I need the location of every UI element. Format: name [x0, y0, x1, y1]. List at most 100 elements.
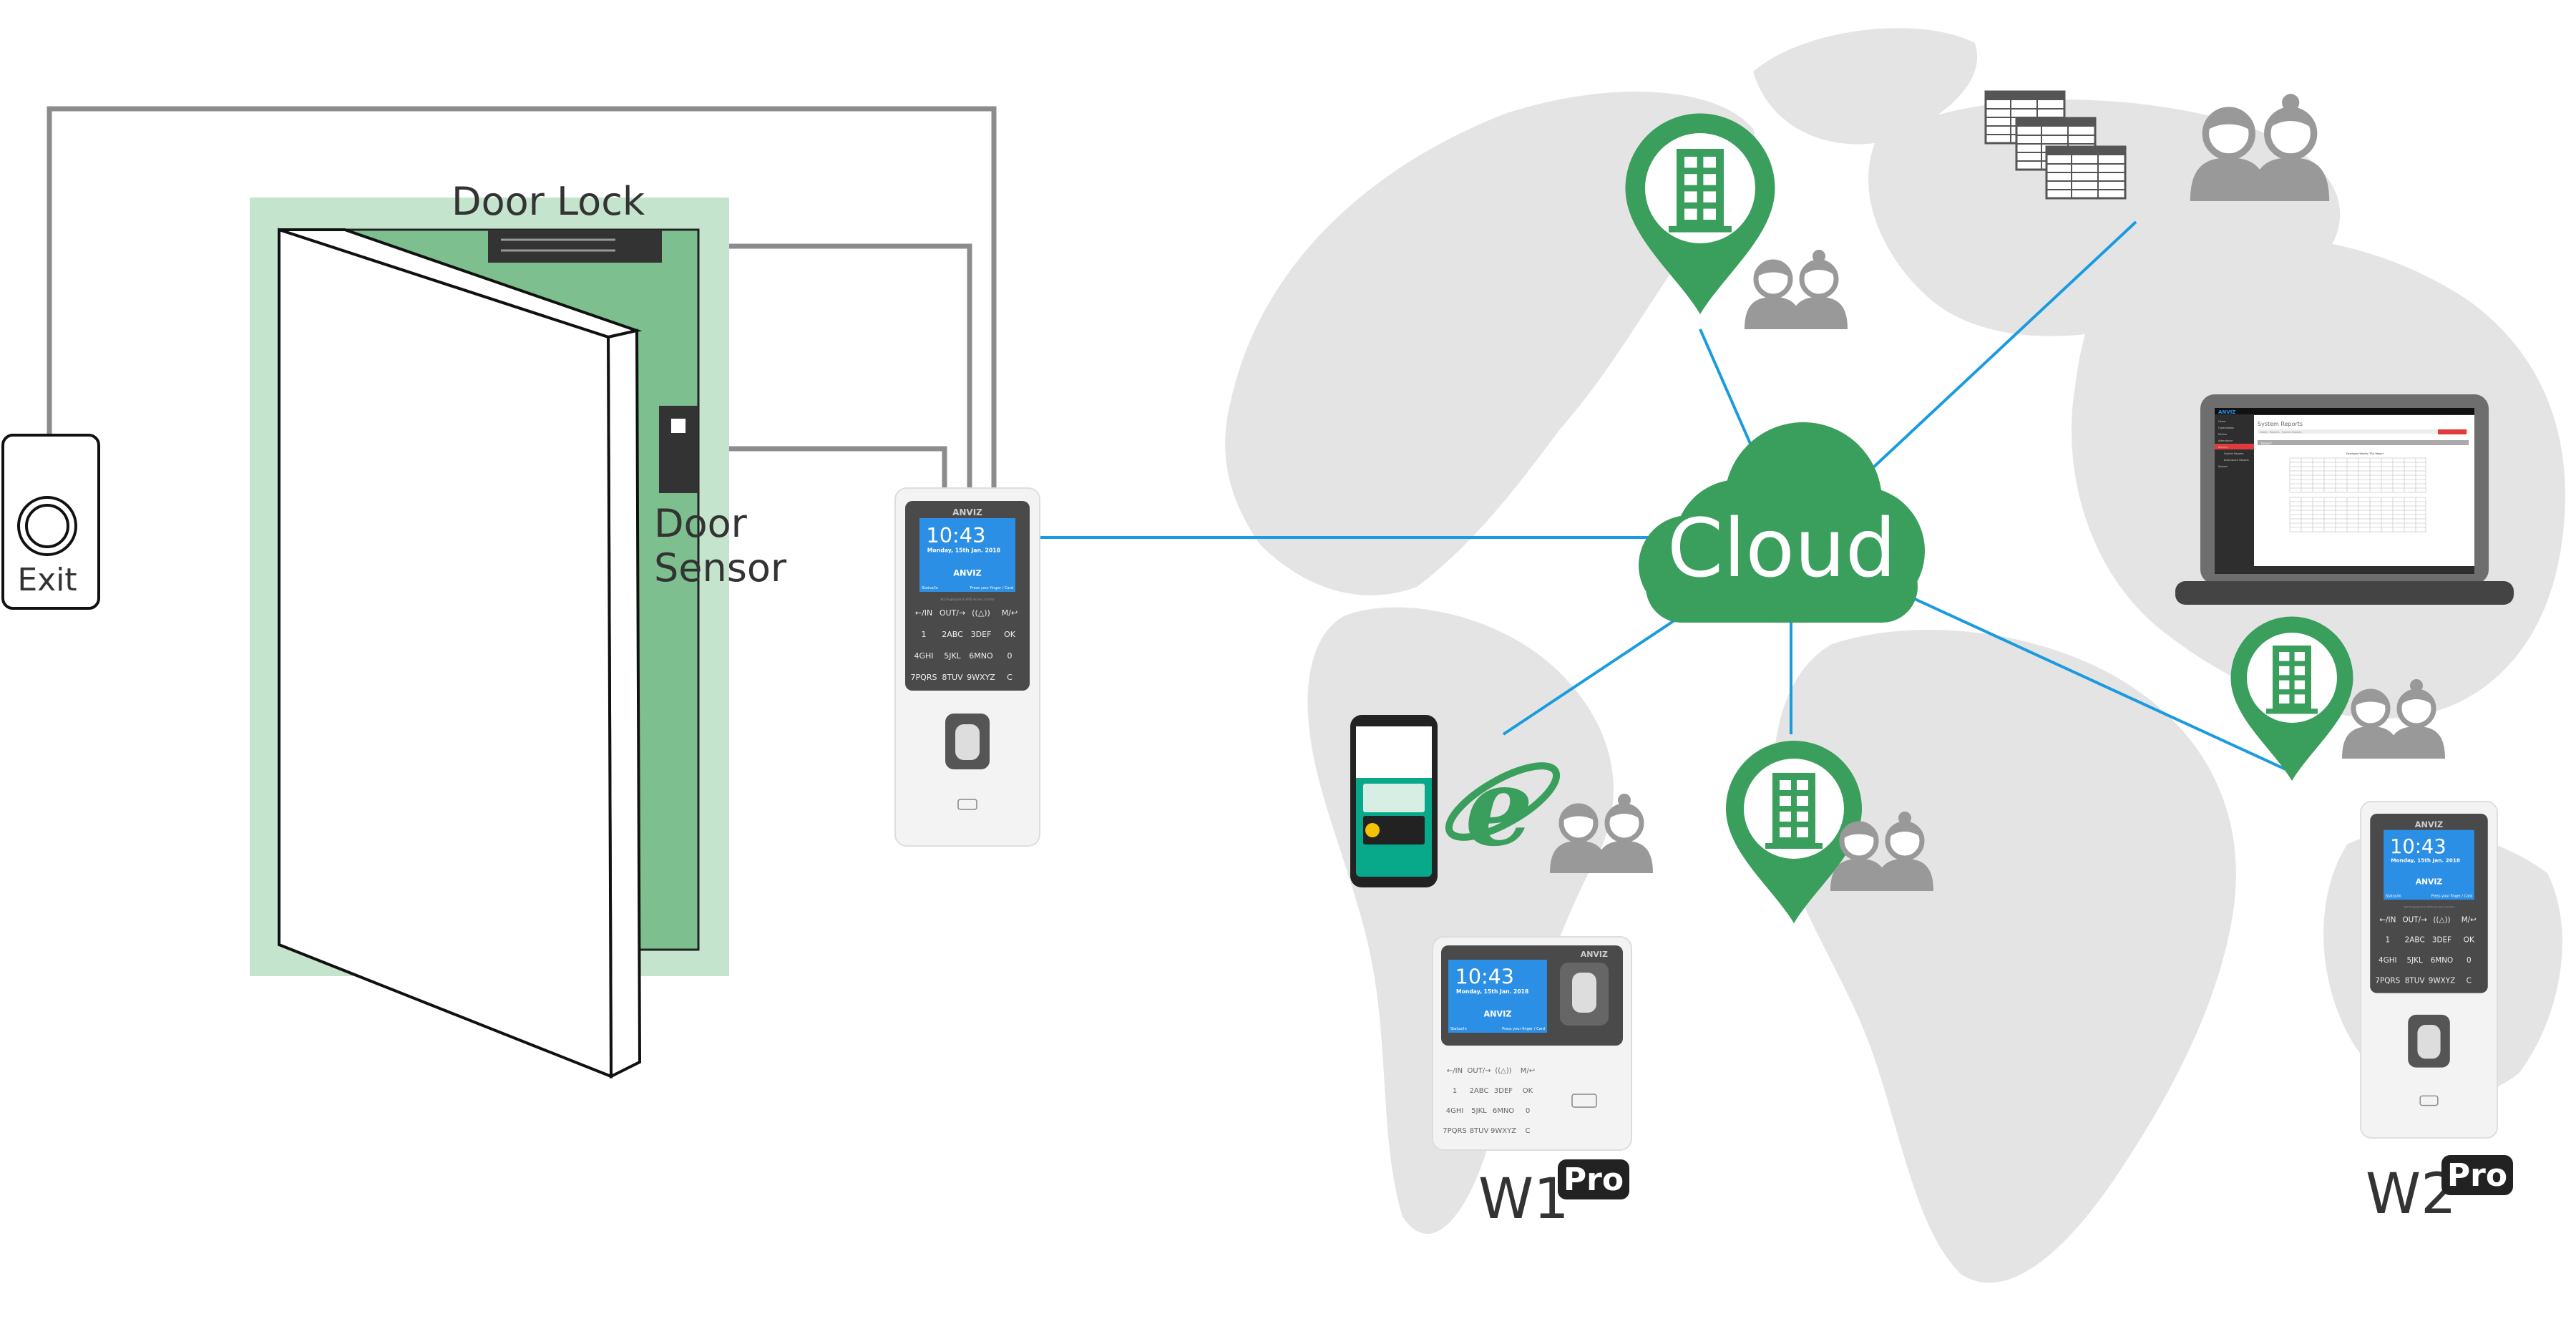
w2-remote-device-key[interactable]: C — [2467, 976, 2472, 985]
w2-door-device-status: Status/In — [922, 586, 938, 590]
w1-device-key[interactable]: 3DEF — [1494, 1087, 1513, 1095]
w2-door-device-key[interactable]: 1 — [922, 630, 927, 639]
w2-door-device-key[interactable]: OK — [1004, 630, 1016, 639]
w1-device-time: 10:43 — [1455, 965, 1514, 989]
laptop-weekly-report-button — [2438, 429, 2467, 434]
laptop: ANVIZ System Reports Home › Reports › Sy… — [2175, 394, 2514, 605]
w1-model-name: W1 — [1478, 1167, 1569, 1232]
w1-device-key[interactable]: 5JKL — [1471, 1107, 1487, 1115]
w2-remote-device-key[interactable]: ←/IN — [2379, 915, 2396, 924]
laptop-sidebar-item: Attendance — [2218, 439, 2233, 442]
door-side-edge — [606, 328, 642, 1079]
w1-device-key[interactable]: 0 — [1526, 1107, 1530, 1115]
w2-door-device-key[interactable]: ((△)) — [972, 608, 990, 618]
door-lock-wire — [662, 243, 972, 490]
w2-pro-badge — [2441, 1155, 2513, 1195]
laptop-panel-title: Report — [2261, 442, 2272, 446]
w1-device-key[interactable]: 4GHI — [1446, 1107, 1464, 1115]
network-links — [1040, 220, 2293, 774]
w2-door-device-key[interactable]: 7PQRS — [911, 673, 937, 682]
w1-device-key[interactable]: 6MNO — [1493, 1107, 1514, 1115]
w2-remote-device-key[interactable]: ((△)) — [2433, 915, 2450, 924]
w1-device-key[interactable]: 2ABC — [1470, 1087, 1489, 1095]
users-icon-mobile — [1550, 794, 1653, 873]
w2-door-device-key[interactable]: OUT/→ — [940, 608, 965, 618]
w2-door-device-key[interactable]: 2ABC — [942, 630, 963, 639]
w2-remote-device-fingerprint-sensor — [2408, 1014, 2450, 1068]
w2-remote-device-key[interactable]: 9WXYZ — [2429, 976, 2455, 985]
users-icon-top-site — [1745, 250, 1848, 329]
w2-door-device-key[interactable]: 3DEF — [971, 630, 992, 639]
w2-door-device-key[interactable]: 5JKL — [944, 651, 961, 661]
door-sensor-label: Door Sensor — [654, 501, 787, 590]
w2-door-device-fingerprint-sensor — [945, 714, 990, 769]
laptop-sidebar-item: Reports — [2218, 446, 2228, 449]
door-sensor-wire — [698, 446, 947, 490]
w2-remote-device-key[interactable]: 1 — [2386, 936, 2391, 945]
map-africa — [1772, 630, 2236, 1283]
w2-door-device-key[interactable]: 0 — [1008, 651, 1013, 661]
rfid-icon — [2419, 1095, 2439, 1106]
w1-device-key[interactable]: OK — [1523, 1087, 1533, 1095]
w1-device-fingerprint-sensor — [1560, 963, 1609, 1026]
w2-door-device-key[interactable]: 8TUV — [942, 673, 963, 682]
building-icon — [2266, 646, 2318, 714]
w1-device-key[interactable]: OUT/→ — [1467, 1067, 1491, 1075]
w1-device-key[interactable]: 1 — [1453, 1087, 1457, 1095]
w1-device-brand: ANVIZ — [1581, 950, 1608, 959]
w2-door-device-key[interactable]: M/↩ — [1002, 608, 1018, 618]
w2-remote-device-screen: 10:43 Monday, 15th Jan. 2018 ANVIZ Statu… — [2384, 829, 2474, 900]
link-cloud-reports — [1871, 220, 2137, 469]
w1-device-key[interactable]: ((△)) — [1495, 1067, 1511, 1075]
door-sensor-label-line1: Door — [654, 501, 748, 546]
exit-label: Exit — [17, 562, 77, 598]
exit-button-wire — [47, 106, 997, 490]
laptop-sidebar-item: System — [2218, 465, 2228, 468]
w2-door-device-caption: W2 Fingerprint & RFID Access Control — [940, 598, 994, 601]
w2-remote-device-key[interactable]: OUT/→ — [2402, 915, 2427, 924]
w2-remote-device-key[interactable]: 3DEF — [2432, 936, 2451, 945]
w2-remote-device-key[interactable]: 2ABC — [2405, 936, 2425, 945]
w1-device-key[interactable]: ←/IN — [1447, 1067, 1463, 1075]
w2-remote-device-date: Monday, 15th Jan. 2018 — [2391, 857, 2460, 864]
w1-device-key[interactable]: 8TUV — [1470, 1127, 1489, 1135]
w2-model-name: W2 — [2366, 1162, 2457, 1227]
internet-explorer-icon: e — [1445, 744, 1561, 870]
w2-remote-device-key[interactable]: 8TUV — [2405, 976, 2426, 985]
w2-remote-device-key[interactable]: 6MNO — [2431, 956, 2454, 965]
w2-door-device-key[interactable]: 4GHI — [914, 651, 933, 661]
w2-door-device-key[interactable]: C — [1007, 673, 1013, 682]
w2-remote-device-key[interactable]: 7PQRS — [2375, 976, 2400, 985]
map-greenland — [1753, 28, 1978, 145]
w2-door-device-key[interactable]: 9WXYZ — [967, 673, 995, 682]
w2-model-label: W2 Pro — [2366, 1155, 2513, 1227]
w1-device-key[interactable]: C — [1526, 1127, 1531, 1135]
w2-remote-device-key[interactable]: 4GHI — [2379, 956, 2397, 965]
exit-button: Exit — [1, 434, 100, 610]
w1-pro-badge — [1558, 1159, 1629, 1199]
w2-remote-device-prompt: Press your finger / Card — [2431, 894, 2472, 898]
door-panel — [278, 228, 613, 1079]
w1-device-key[interactable]: M/↩ — [1521, 1067, 1535, 1075]
building-icon — [1669, 149, 1732, 233]
map-north-america — [1225, 91, 1756, 595]
w2-remote-device-key[interactable]: OK — [2464, 936, 2475, 945]
laptop-sidebar-item: System Reports — [2224, 452, 2244, 455]
w1-device-key[interactable]: 9WXYZ — [1491, 1127, 1516, 1135]
w2-door-device-screen-brand: ANVIZ — [953, 568, 981, 578]
rfid-icon — [957, 799, 977, 810]
door-sensor-label-line2: Sensor — [654, 545, 787, 590]
w2-door-device-brand: ANVIZ — [952, 507, 982, 517]
w2-remote-device-key[interactable]: 5JKL — [2407, 956, 2423, 965]
w2-remote-device-key[interactable]: 0 — [2467, 956, 2472, 965]
w2-remote-device-key[interactable]: M/↩ — [2462, 915, 2477, 924]
door-sensor — [659, 406, 698, 493]
w2-door-device-key[interactable]: ←/IN — [915, 608, 932, 618]
w2-remote-device-brand: ANVIZ — [2415, 819, 2443, 829]
w2-door-device-key[interactable]: 6MNO — [969, 651, 993, 661]
w1-device-key[interactable]: 7PQRS — [1443, 1127, 1467, 1135]
w2-remote-device: ANVIZ 10:43 Monday, 15th Jan. 2018 ANVIZ… — [2360, 801, 2498, 1139]
w1-device-prompt: Press your finger / Card — [1502, 1027, 1545, 1031]
w1-device: ANVIZ 10:43 Monday, 15th Jan. 2018 ANVIZ… — [1432, 936, 1632, 1151]
